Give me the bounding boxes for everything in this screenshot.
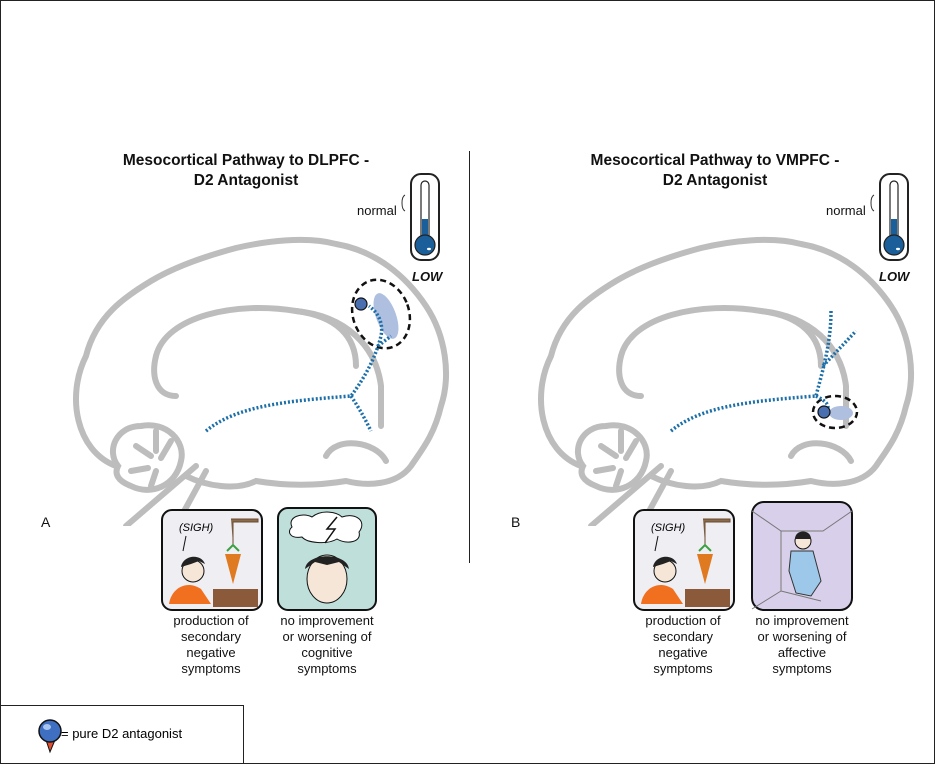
brain-diagram-a (56, 236, 456, 526)
title-line-2: D2 Antagonist (662, 172, 768, 189)
title-line-2: D2 Antagonist (193, 172, 299, 189)
d2-antagonist-icon (38, 719, 62, 754)
thermometer-icon (870, 173, 909, 261)
panel-label-b: B (511, 514, 521, 530)
panel-b-title: Mesocortical Pathway to VMPFC - D2 Antag… (535, 151, 895, 191)
mesocortical-pathway (204, 304, 393, 433)
d2-antagonist-icon (354, 297, 368, 311)
cognitive-symptoms-illustration (277, 507, 377, 611)
affective-symptoms-illustration (751, 501, 853, 611)
vmpfc-region (829, 406, 853, 420)
dlpfc-region (373, 293, 399, 339)
thermometer-low-label: LOW (412, 269, 443, 284)
brain-diagram-b (521, 236, 921, 526)
target-circle (350, 278, 412, 350)
sigh-bubble: (SIGH) (651, 522, 686, 534)
legend-label: = pure D2 antagonist (61, 726, 183, 741)
negative-symptoms-illustration: (SIGH) (161, 509, 263, 611)
title-line-1: Mesocortical Pathway to DLPFC - (122, 152, 370, 169)
legend: = pure D2 antagonist (1, 705, 244, 763)
panel-a-title: Mesocortical Pathway to DLPFC - D2 Antag… (66, 151, 426, 191)
title-line-1: Mesocortical Pathway to VMPFC - (590, 152, 840, 169)
thermometer-normal-label: normal (357, 203, 397, 218)
thermometer-icon (401, 173, 440, 261)
thermometer-low-label: LOW (879, 269, 910, 284)
panel-label-a: A (41, 514, 51, 530)
target-circle (811, 394, 859, 430)
sigh-bubble: (SIGH) (179, 522, 214, 534)
d2-antagonist-icon (817, 405, 831, 419)
negative-symptoms-illustration: (SIGH) (633, 509, 735, 611)
mesocortical-pathway (669, 310, 858, 433)
panel-divider (469, 151, 470, 563)
thermometer-normal-label: normal (826, 203, 866, 218)
